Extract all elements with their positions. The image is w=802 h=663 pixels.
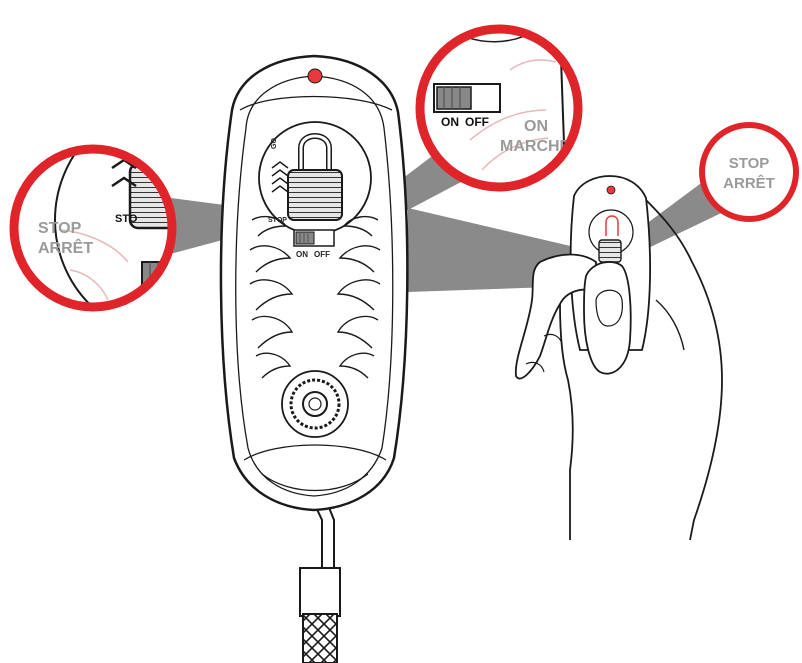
- power-cord: [299, 504, 341, 663]
- callout-left-stop-fragment: STO: [115, 213, 138, 225]
- grip-ridges-left: [249, 215, 294, 379]
- braided-cord: [302, 613, 338, 663]
- callout-left-line2: ARRÊT: [38, 238, 93, 257]
- off-label: OFF: [314, 250, 330, 259]
- callout-top-line1: ON: [524, 118, 548, 135]
- callout-on-top: ON OFF ON MARCHE: [415, 24, 583, 192]
- remote-control: GO STOP ON OFF: [219, 54, 409, 512]
- on-label: ON: [296, 250, 308, 259]
- go-label: GO: [271, 138, 278, 149]
- ring-button-icon[interactable]: [281, 370, 349, 438]
- callout-stop-left: STO STOP ARRÊT: [9, 144, 177, 312]
- on-off-switch[interactable]: [293, 229, 335, 247]
- callout-top-off-label: OFF: [465, 115, 489, 129]
- callout-stop-right: STOP ARRÊT: [699, 122, 799, 222]
- stop-label: STOP: [268, 217, 287, 224]
- small-led-icon: [606, 185, 616, 195]
- chevron-up-icon: [271, 161, 289, 193]
- grip-ridges-right: [336, 215, 381, 379]
- hand-icon: [514, 175, 723, 541]
- callout-top-line2: MARCHE: [500, 138, 571, 155]
- padlock-icon[interactable]: [287, 133, 343, 221]
- callout-right-line2: ARRÊT: [723, 174, 775, 192]
- led-indicator-icon: [307, 68, 323, 84]
- cord-strain-relief: [299, 567, 341, 617]
- callout-right-line1: STOP: [729, 155, 770, 172]
- callout-left-line1: STOP: [38, 220, 82, 237]
- callout-top-on-label: ON: [441, 115, 459, 129]
